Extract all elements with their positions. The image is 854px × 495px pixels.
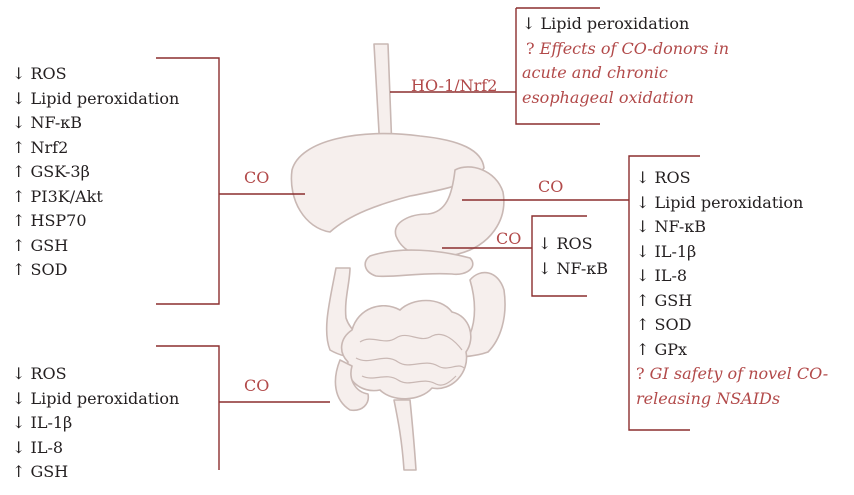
effect-item: ↑ Nrf2 bbox=[12, 136, 179, 161]
effect-item: ↑ SOD bbox=[12, 258, 179, 283]
effect-item: ↓ IL-8 bbox=[12, 436, 179, 461]
effect-item: ↓ ROS bbox=[538, 232, 608, 257]
question-line: acute and chronic bbox=[522, 61, 729, 86]
co-label-duodenum: CO bbox=[496, 229, 521, 248]
stomach-effects-box: ↓ ROS ↓ Lipid peroxidation ↓ NF-κB ↓ IL-… bbox=[636, 166, 828, 411]
ho1-nrf2-label: HO-1/Nrf2 bbox=[411, 76, 497, 95]
effect-item: ↓ NF-κB bbox=[636, 215, 828, 240]
rectum bbox=[394, 400, 416, 470]
co-label-top-left: CO bbox=[244, 168, 269, 187]
question-line: esophageal oxidation bbox=[522, 86, 729, 111]
effect-item: ↓ Lipid peroxidation bbox=[522, 12, 729, 37]
duodenum-effects-box: ↓ ROS ↓ NF-κB bbox=[538, 232, 608, 281]
question-mark: ? bbox=[636, 364, 645, 383]
effect-item: ↓ IL-8 bbox=[636, 264, 828, 289]
effect-item: ↓ NF-κB bbox=[12, 111, 179, 136]
effect-item: ↓ Lipid peroxidation bbox=[12, 87, 179, 112]
question-line: GI safety of novel CO- bbox=[650, 364, 829, 383]
co-label-stomach: CO bbox=[538, 177, 563, 196]
top-left-effects-box: ↓ ROS ↓ Lipid peroxidation ↓ NF-κB ↑ Nrf… bbox=[12, 62, 179, 283]
esophagus-effects-box: ↓ Lipid peroxidation ? Effects of CO-don… bbox=[522, 12, 729, 110]
effect-item: ↓ Lipid peroxidation bbox=[12, 387, 179, 412]
effect-item: ↑ HSP70 bbox=[12, 209, 179, 234]
effect-item: ↑ PI3K/Akt bbox=[12, 185, 179, 210]
research-question: ? Effects of CO-donors in bbox=[522, 37, 729, 62]
effect-item: ↓ ROS bbox=[636, 166, 828, 191]
effect-item: ↑ GSH bbox=[12, 234, 179, 259]
effect-item: ↑ SOD bbox=[636, 313, 828, 338]
small-intestine bbox=[342, 301, 471, 399]
co-label-bottom-left: CO bbox=[244, 376, 269, 395]
effect-item: ↓ IL-1β bbox=[12, 411, 179, 436]
question-mark: ? bbox=[526, 39, 535, 58]
effect-item: ↑ GSH bbox=[12, 460, 179, 485]
effect-item: ↓ NF-κB bbox=[538, 257, 608, 282]
research-question: ? GI safety of novel CO- bbox=[636, 362, 828, 387]
effect-item: ↑ GSK-3β bbox=[12, 160, 179, 185]
effect-item: ↓ ROS bbox=[12, 362, 179, 387]
effect-item: ↑ GPx bbox=[636, 338, 828, 363]
question-line: Effects of CO-donors in bbox=[540, 39, 729, 58]
effect-item: ↑ GSH bbox=[636, 289, 828, 314]
effect-item: ↓ ROS bbox=[12, 62, 179, 87]
bottom-left-effects-box: ↓ ROS ↓ Lipid peroxidation ↓ IL-1β ↓ IL-… bbox=[12, 362, 179, 485]
question-line: releasing NSAIDs bbox=[636, 387, 828, 412]
effect-item: ↓ Lipid peroxidation bbox=[636, 191, 828, 216]
digestive-organs bbox=[291, 44, 505, 470]
effect-item: ↓ IL-1β bbox=[636, 240, 828, 265]
